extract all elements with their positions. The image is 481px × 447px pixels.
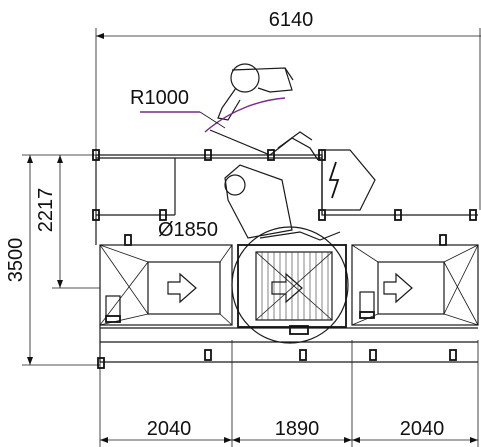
right-section-width-label: 2040 <box>400 418 445 440</box>
bottom-section-dimensions: 2040 1890 2040 <box>99 340 479 447</box>
overall-width-dimension: 6140 <box>95 9 481 240</box>
welding-positioner-arm <box>209 129 341 241</box>
lower-fence-rails <box>100 327 478 343</box>
arrow-right-icon <box>167 272 197 304</box>
turntable-diameter-label: Ø1850 <box>158 219 218 241</box>
safety-fence <box>92 149 478 369</box>
inner-height-label: 2217 <box>35 188 57 233</box>
arm-reach-annotation: R1000 <box>130 87 226 129</box>
electrical-cabinet <box>321 149 376 211</box>
overall-width-label: 6140 <box>269 9 314 31</box>
overall-height-label: 3500 <box>5 238 27 283</box>
turntable-diameter-annotation: Ø1850 <box>158 219 218 241</box>
right-conveyor-station <box>351 244 479 326</box>
center-section-width-label: 1890 <box>275 418 320 440</box>
arrow-right-icon <box>271 272 303 304</box>
lightning-bolt-icon <box>328 161 340 199</box>
left-section-width-label: 2040 <box>147 418 192 440</box>
robot-arm <box>204 63 294 133</box>
center-turntable <box>231 226 349 344</box>
left-conveyor-station <box>99 244 233 326</box>
arm-reach-label: R1000 <box>130 87 189 109</box>
arrow-right-icon <box>383 272 413 304</box>
inner-height-dimension: 2217 <box>35 155 100 289</box>
overall-height-dimension: 3500 <box>5 154 100 366</box>
